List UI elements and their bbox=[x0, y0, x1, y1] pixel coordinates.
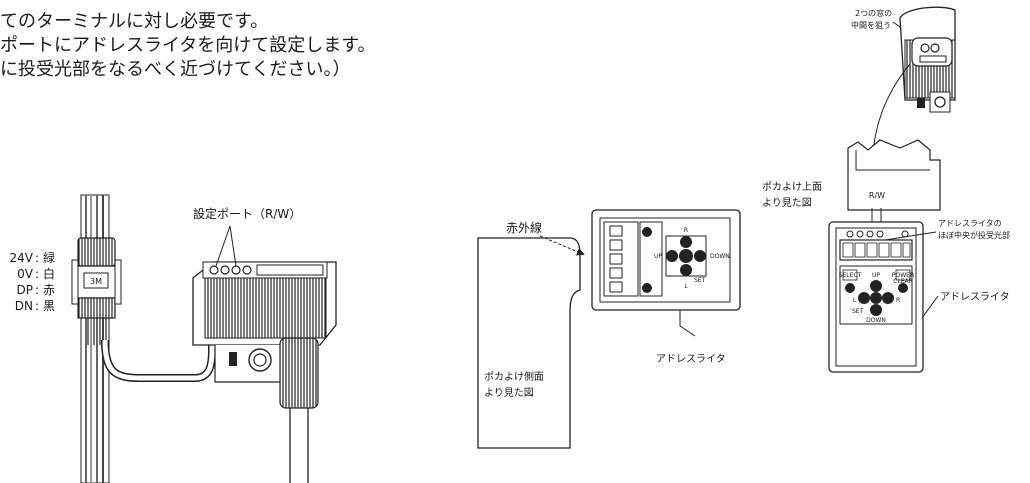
key-r-label: R bbox=[684, 227, 688, 234]
wire-color-24v: 緑 bbox=[43, 250, 55, 265]
key-down-label: DOWN bbox=[710, 253, 730, 260]
setting-port-label: 設定ポート（R/W） bbox=[193, 206, 301, 221]
aim-caption-2: 中間を狙う bbox=[851, 20, 891, 30]
key-r-label-r: R bbox=[896, 297, 900, 304]
key-power-label: POWER bbox=[892, 272, 914, 279]
infrared-label: 赤外線 bbox=[506, 220, 542, 235]
key-right-icon bbox=[694, 250, 706, 262]
wire-color-dn: 黒 bbox=[43, 299, 55, 313]
top-view-caption-1: ポカよけ上面 bbox=[762, 181, 822, 193]
port-window-3 bbox=[231, 265, 241, 275]
emitter-caption-2: ほぼ中央が投受光部 bbox=[938, 230, 1010, 240]
svg-text::: : bbox=[35, 251, 39, 265]
aim-caption-1: 2つの窓の bbox=[855, 8, 892, 18]
key-up-label: UP bbox=[654, 253, 662, 260]
right-writer-label: アドレスライタ bbox=[940, 291, 1010, 303]
key-set-icon bbox=[679, 249, 693, 263]
top-view-caption-2: より見た図 bbox=[762, 197, 812, 209]
emitter-caption-1: アドレスライタの bbox=[938, 219, 1002, 228]
key-up-icon bbox=[680, 236, 692, 248]
mounting-hole-icon bbox=[253, 353, 267, 367]
key-set-label: SET bbox=[694, 277, 706, 284]
wire-color-legend: 24V : 緑 0V : 白 DP : 赤 DN : 黒 bbox=[10, 250, 56, 313]
wire-label-dp: DP bbox=[17, 283, 33, 297]
key-set-label-r: SET bbox=[852, 308, 864, 315]
wire-label-dn: DN bbox=[15, 299, 33, 313]
key-l-label: L bbox=[684, 283, 688, 290]
address-writer-side: R L UP DOWN SET bbox=[591, 209, 741, 311]
intro-line-1: てのターミナルに対し必要です。 bbox=[0, 11, 269, 32]
front-key-down-icon bbox=[870, 304, 882, 316]
connector-mark: 3M bbox=[90, 277, 102, 286]
middle-writer-label: アドレスライタ bbox=[656, 353, 726, 365]
key-l-label-r: L bbox=[853, 297, 857, 304]
wire-color-0v: 白 bbox=[43, 266, 55, 281]
port-window-4 bbox=[242, 265, 252, 275]
side-view-caption-1: ポカよけ側面 bbox=[484, 370, 544, 383]
wire-label-0v: 0V bbox=[17, 267, 34, 281]
rw-label: R/W bbox=[869, 191, 885, 200]
top-view-figure: 2つの窓の 中間を狙う R/W ポカよけ上面 より見た図 bbox=[762, 6, 1010, 373]
wire-label-24v: 24V bbox=[10, 251, 34, 265]
infrared-arrow bbox=[539, 235, 585, 256]
intro-line-2: ポートにアドレスライタを向けて設定します。 bbox=[0, 35, 376, 56]
address-writer-front: SELECT POWER CLEAR UP L R SET DOWN bbox=[828, 221, 924, 373]
select-key-icon bbox=[845, 283, 855, 293]
clear-key-icon bbox=[898, 283, 908, 293]
front-key-up-icon bbox=[870, 280, 882, 292]
key-left-icon bbox=[666, 250, 678, 262]
intro-text: てのターミナルに対し必要です。 ポートにアドレスライタを向けて設定します。 に投… bbox=[0, 10, 375, 82]
intro-line-3: に投受光部をなるべく近づけてください。） bbox=[0, 59, 351, 80]
front-key-set-icon bbox=[870, 292, 882, 304]
port-window-1 bbox=[209, 265, 219, 275]
cable-connector: 3M bbox=[71, 237, 122, 345]
terminal-top-detail bbox=[899, 6, 956, 113]
power-cable bbox=[279, 337, 319, 483]
setting-port-pointer bbox=[215, 225, 237, 267]
key-clear-label: CLEAR bbox=[893, 278, 913, 285]
terminal-figure: 24V : 緑 0V : 白 DP : 赤 DN : 黒 3M bbox=[10, 194, 337, 483]
svg-text::: : bbox=[35, 267, 39, 281]
front-key-left-icon bbox=[858, 292, 870, 304]
key-up-label-r: UP bbox=[872, 272, 880, 279]
poka-yoke-top bbox=[847, 139, 941, 211]
side-view-figure: R L UP DOWN SET 赤外線 アドレスライタ ポカよけ側面 より見た図 bbox=[477, 209, 741, 449]
svg-text::: : bbox=[35, 299, 39, 313]
wire-color-dp: 赤 bbox=[43, 283, 55, 297]
key-select-label: SELECT bbox=[839, 272, 862, 279]
key-down-label-r: DOWN bbox=[866, 317, 886, 324]
front-key-right-icon bbox=[882, 292, 894, 304]
port-window-2 bbox=[220, 265, 230, 275]
poka-yoke-guard bbox=[477, 237, 581, 449]
key-down-icon bbox=[680, 264, 692, 276]
side-view-caption-2: より見た図 bbox=[484, 387, 534, 399]
svg-text::: : bbox=[35, 283, 39, 297]
led-block bbox=[229, 352, 237, 366]
